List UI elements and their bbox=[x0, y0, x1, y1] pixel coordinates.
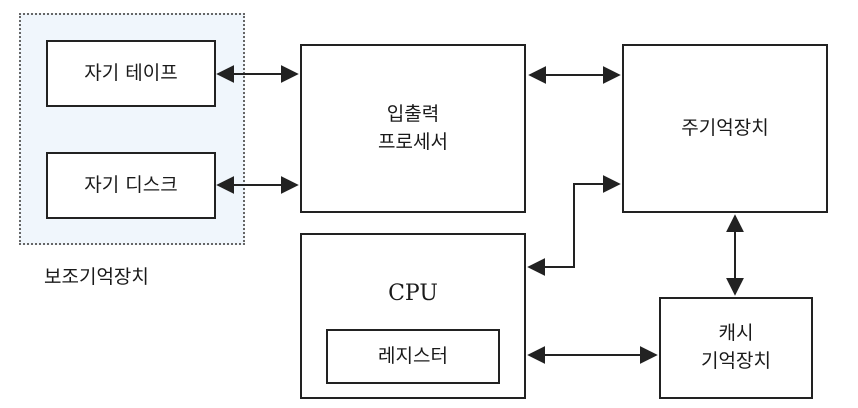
cpu-label: CPU bbox=[388, 281, 438, 306]
io-processor-box: 입출력 프로세서 bbox=[300, 44, 526, 213]
secondary-storage-caption: 보조기억장치 bbox=[44, 266, 149, 288]
io-processor-label: 입출력 프로세서 bbox=[378, 102, 448, 153]
register-label: 레지스터 bbox=[378, 344, 448, 367]
cache-memory-label: 캐시 기억장치 bbox=[701, 322, 771, 372]
main-memory-label: 주기억장치 bbox=[681, 116, 769, 139]
magnetic-disk-box: 자기 디스크 bbox=[46, 152, 216, 219]
main-memory-box: 주기억장치 bbox=[622, 44, 828, 213]
register-box: 레지스터 bbox=[326, 329, 500, 384]
magnetic-disk-label: 자기 디스크 bbox=[84, 173, 178, 196]
magnetic-tape-box: 자기 테이프 bbox=[46, 40, 216, 107]
arrow-cpu-main-memory bbox=[527, 175, 621, 276]
magnetic-tape-label: 자기 테이프 bbox=[84, 61, 178, 84]
cache-memory-box: 캐시 기억장치 bbox=[659, 297, 813, 399]
